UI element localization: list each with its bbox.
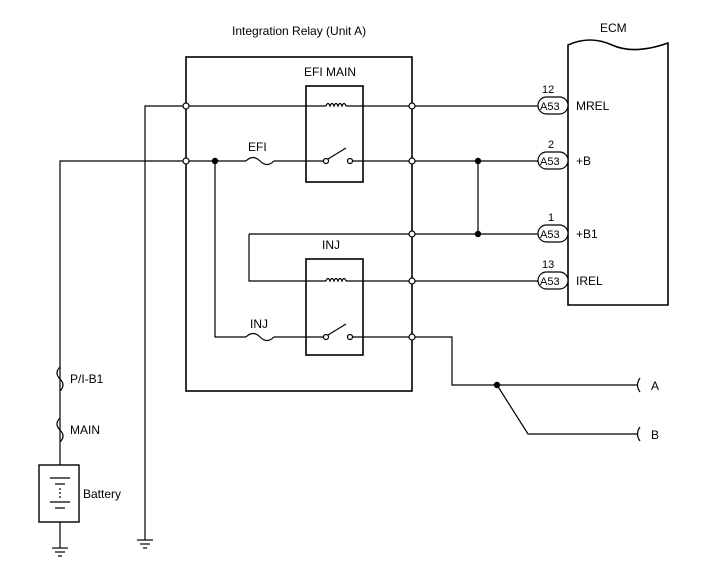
efi-main-switch-contact-right (346, 157, 354, 165)
integration-relay-title: Integration Relay (Unit A) (232, 24, 366, 38)
connector-a53-plusb1 (537, 224, 569, 243)
pib1-fusible-link-label: P/I-B1 (70, 372, 104, 386)
pin-number-plusb: 2 (548, 139, 554, 151)
inj-relay-label: INJ (322, 238, 340, 252)
junction-output (493, 381, 501, 389)
wire-inj-output (352, 336, 638, 386)
wire-branch-b (496, 384, 638, 435)
pib1-fusible-link-icon (56, 366, 64, 392)
efi-main-relay-label: EFI MAIN (304, 65, 356, 79)
connector-a53-plusb (537, 151, 569, 170)
junction-plusb1 (474, 230, 482, 238)
connector-label-irel: A53 (540, 276, 560, 288)
terminal-right-inj (408, 333, 416, 341)
pin-number-plusb1: 1 (548, 212, 554, 224)
signal-mrel: MREL (576, 99, 610, 113)
relay-ground-icon (137, 539, 153, 549)
terminal-left-mrel (182, 102, 190, 110)
main-fusible-link-icon (56, 417, 64, 443)
battery-label: Battery (83, 487, 121, 501)
inj-fuse-icon (245, 332, 275, 342)
junction-plusb (474, 157, 482, 165)
terminal-right-plusb1 (408, 230, 416, 238)
inj-fuse-label: INJ (250, 317, 268, 331)
signal-irel: IREL (576, 274, 603, 288)
wire-inj-feed (214, 161, 246, 338)
junction-efi (211, 157, 219, 165)
efi-main-switch-contact-left (322, 157, 330, 165)
connector-a53-mrel (537, 96, 569, 115)
inj-relay (305, 258, 364, 356)
terminal-right-mrel (408, 102, 416, 110)
ecm-box (567, 39, 669, 306)
pin-number-irel: 13 (542, 259, 554, 271)
inj-switch-contact-right (346, 333, 354, 341)
output-a-symbol (636, 377, 641, 393)
connector-a53-irel (537, 271, 569, 290)
battery-ground-icon (52, 547, 68, 557)
inj-coil-icon (325, 277, 347, 283)
signal-plusb: +B (576, 154, 591, 168)
connector-label-plusb1: A53 (540, 229, 560, 241)
connector-label-plusb: A53 (540, 156, 560, 168)
inj-switch-contact-left (322, 333, 330, 341)
output-b-label: B (651, 428, 659, 442)
efi-fuse-icon (245, 156, 275, 166)
integration-relay-box (185, 56, 413, 392)
wire-inj-coil-feed (248, 234, 326, 282)
connector-label-mrel: A53 (540, 101, 560, 113)
efi-fuse-label: EFI (248, 140, 267, 154)
ecm-title: ECM (600, 21, 627, 35)
terminal-right-plusb (408, 157, 416, 165)
terminal-right-irel (408, 277, 416, 285)
main-fusible-link-label: MAIN (70, 423, 100, 437)
efi-main-switch-blade (327, 147, 347, 160)
wire-mrel-ground (144, 105, 326, 540)
terminal-left-plusb (182, 157, 190, 165)
efi-main-coil-icon (325, 102, 347, 108)
inj-switch-blade (327, 323, 347, 336)
battery-box (38, 464, 80, 523)
output-a-label: A (651, 379, 659, 393)
efi-main-relay (305, 85, 364, 183)
signal-plusb1: +B1 (576, 227, 598, 241)
output-b-symbol (636, 426, 641, 442)
pin-number-mrel: 12 (542, 84, 554, 96)
